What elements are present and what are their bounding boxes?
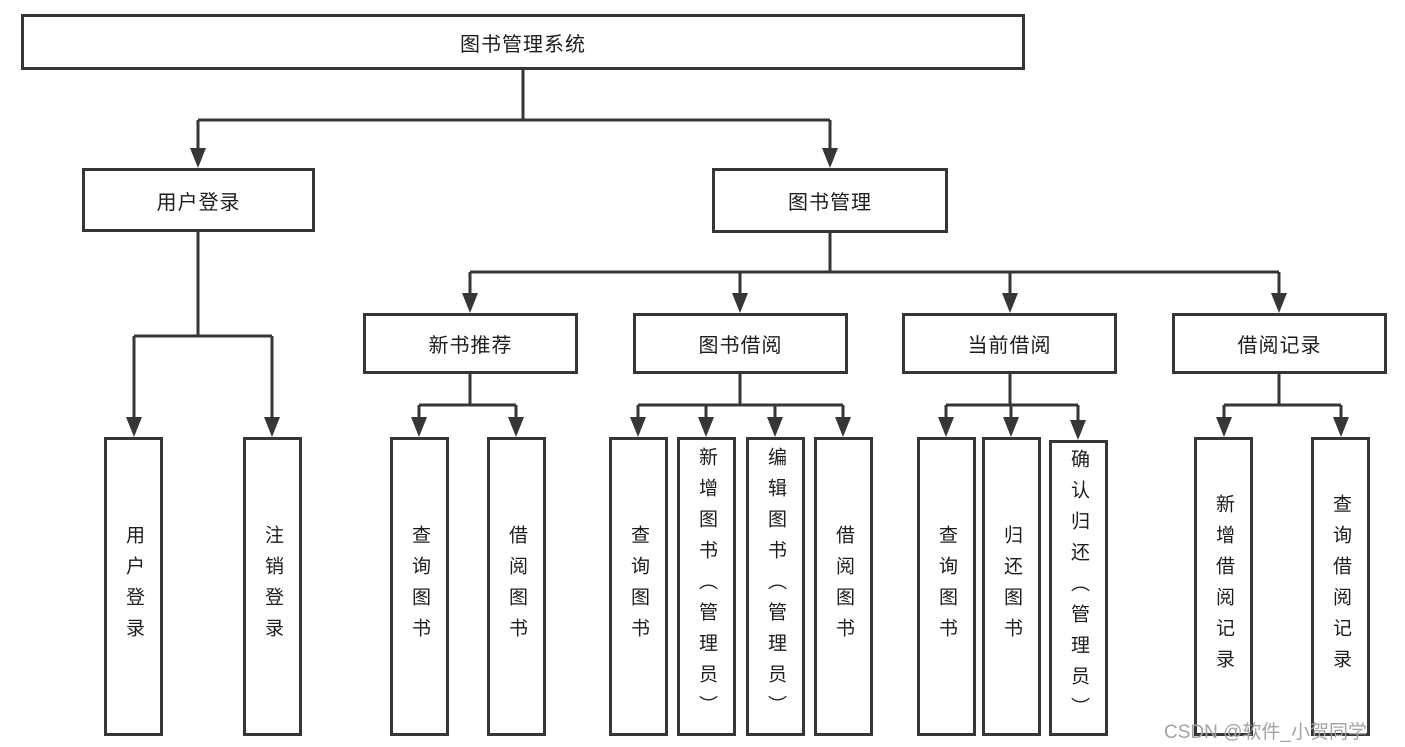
node-book-borrowing: 图书借阅 [633, 313, 848, 374]
node-label: 借阅图书 [833, 524, 854, 649]
node-borrowing-records: 借阅记录 [1172, 313, 1387, 374]
node-label: 新增图书（管理员） [696, 447, 717, 726]
node-current-borrowing: 当前借阅 [902, 313, 1117, 374]
node-leaf-confirm-return-admin: 确认归还（管理员） [1049, 440, 1108, 736]
csdn-watermark: CSDN @软件_小贺同学 [1164, 722, 1367, 743]
node-label: 归还图书 [1001, 524, 1022, 649]
node-label: 用户登录 [123, 524, 144, 649]
node-leaf-logout: 注销登录 [243, 437, 302, 736]
node-library-management-system: 图书管理系统 [21, 14, 1025, 70]
node-leaf-add-books-admin: 新增图书（管理员） [677, 437, 736, 736]
node-label: 新增借阅记录 [1213, 493, 1234, 680]
node-leaf-query-books-3: 查询图书 [917, 437, 976, 736]
node-leaf-query-books-2: 查询图书 [609, 437, 668, 736]
node-new-book-recommendation: 新书推荐 [363, 313, 578, 374]
node-leaf-user-login: 用户登录 [104, 437, 163, 736]
node-label: 确认归还（管理员） [1068, 448, 1089, 728]
node-label: 查询图书 [628, 524, 649, 649]
node-label: 查询借阅记录 [1330, 493, 1351, 680]
node-book-management: 图书管理 [712, 168, 948, 233]
node-leaf-borrow-books-2: 借阅图书 [814, 437, 873, 736]
node-user-login: 用户登录 [82, 168, 315, 232]
node-leaf-borrow-books-1: 借阅图书 [487, 437, 546, 736]
node-label: 借阅图书 [506, 524, 527, 649]
node-label: 查询图书 [409, 524, 430, 649]
node-leaf-return-books: 归还图书 [982, 437, 1041, 736]
node-leaf-query-books-1: 查询图书 [390, 437, 449, 736]
node-leaf-add-borrow-record: 新增借阅记录 [1194, 437, 1253, 736]
node-leaf-edit-books-admin: 编辑图书（管理员） [746, 437, 805, 736]
node-label: 查询图书 [936, 524, 957, 649]
node-label: 注销登录 [262, 524, 283, 649]
node-label: 编辑图书（管理员） [765, 447, 786, 726]
node-leaf-query-borrow-record: 查询借阅记录 [1311, 437, 1370, 736]
